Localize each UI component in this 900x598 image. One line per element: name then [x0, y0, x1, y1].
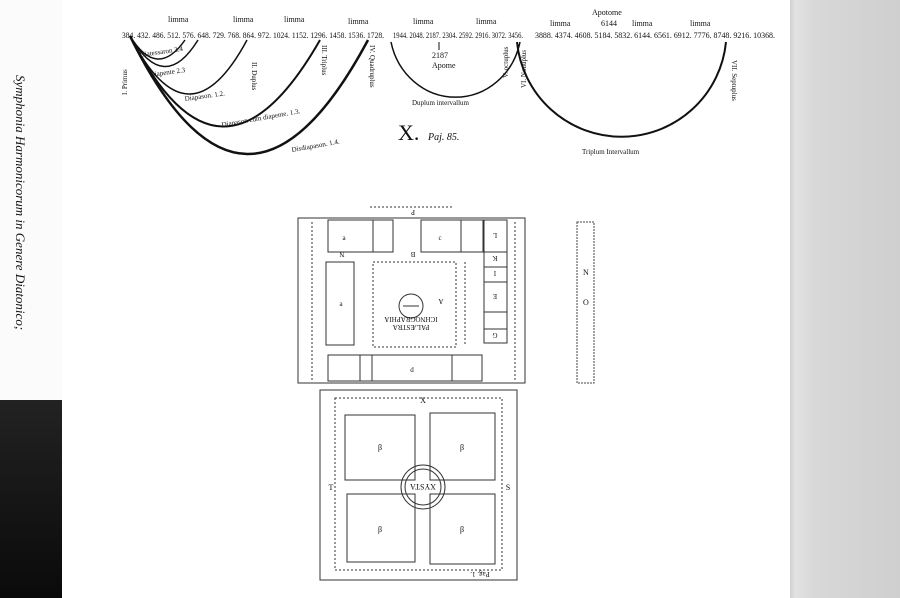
letter-L: L [493, 231, 497, 239]
letter-beta: β [378, 443, 382, 452]
letter-G: G [492, 331, 497, 339]
diapente-label: Diapente 2.3 [149, 66, 186, 79]
limma-label: limma [348, 17, 369, 26]
apotome-label: Apotome [592, 8, 622, 17]
nonuplus-label: VI. Nonuplus [520, 50, 528, 88]
limma-label: limma [550, 19, 571, 28]
diatessaron-label: Diatessaron 3.4 [139, 45, 184, 59]
scale-numbers-2: 1944. 2048. 2187. 2304. 2592. 2916. 3072… [393, 31, 523, 40]
limma-label: limma [168, 15, 189, 24]
strip-plan [576, 221, 595, 384]
letter-N: N [339, 250, 344, 258]
strip-letter-N: N [583, 268, 589, 277]
duplus-label: II. Duplus [250, 62, 258, 91]
letter-A: A [438, 297, 443, 305]
limma-label: limma [476, 17, 497, 26]
quadruplus-label: IV. Quadruplus [368, 45, 376, 88]
letter-beta: β [378, 525, 382, 534]
limma-label: limma [284, 15, 305, 24]
diapason-diapente-label: Diapason cum diapente. 1.3. [221, 107, 301, 129]
primus-label: I. Primus [121, 69, 129, 95]
apotome-value: 6144 [601, 19, 617, 28]
limma-label: limma [632, 19, 653, 28]
xystus-page-ref: Pag. 1. [470, 570, 490, 578]
triplus-label: III. Triplus [320, 45, 328, 76]
limma-label: limma [233, 15, 254, 24]
xystus-title: XYSTA [410, 482, 436, 491]
limma-label: limma [413, 17, 434, 26]
letter-X: X [420, 396, 426, 405]
plate-number: X. [398, 120, 419, 145]
octuplus-label: V. octuplus [502, 46, 510, 78]
plate-page-ref: Paj. 85. [427, 132, 459, 143]
triplum-label: Triplum Intervallum [582, 148, 640, 156]
xystus-labels: XYSTA X S T β β β β Pag. 1. [329, 396, 511, 578]
letter-E: E [493, 292, 497, 300]
septimus-label: VII. Septuplus [730, 60, 738, 101]
letter-P: P [411, 208, 415, 216]
scale-numbers-1: 384. 432. 486. 512. 576. 648. 729. 768. … [122, 31, 384, 40]
limma-label: limma [690, 19, 711, 28]
letter-a: a [342, 234, 346, 242]
xystus-plan [319, 389, 518, 581]
disdiapason-label: Disdiapason. 1.4. [291, 138, 341, 154]
letter-beta: β [460, 443, 464, 452]
apotome-value-2: 2187 [432, 51, 448, 60]
letter-S: S [506, 483, 510, 492]
adjacent-page-background [785, 0, 900, 598]
palaestra-plan [297, 206, 526, 384]
letter-beta: β [460, 525, 464, 534]
palaestra-labels: ICHNOGRAPHIA PALÆSTRA A B N P K I E L G … [339, 208, 497, 374]
palaestra-title-1: ICHNOGRAPHIA [384, 315, 437, 323]
letter-B: B [410, 250, 415, 258]
harmonic-scale: 384. 432. 486. 512. 576. 648. 729. 768. … [122, 8, 775, 70]
letter-K: K [492, 254, 497, 262]
diapason-label: Diapason. 1.2. [184, 89, 225, 103]
interval-labels: I. Primus II. Duplus III. Triplus IV. Qu… [121, 45, 738, 156]
duplum-label: Duplum intervallum [412, 99, 470, 107]
letter-d: d [410, 366, 414, 374]
letter-c: c [438, 234, 441, 242]
apotome-label-2: Apome [432, 61, 456, 70]
letter-I: I [493, 269, 496, 277]
palaestra-title-2: PALÆSTRA [393, 323, 430, 331]
interval-arcs [128, 35, 727, 156]
plate-page [62, 0, 790, 598]
letter-T: T [329, 483, 334, 492]
strip-letter-O: O [583, 298, 589, 307]
letter-a: a [339, 300, 343, 308]
scale-numbers-3: 3888. 4374. 4608. 5184. 5832. 6144. 6561… [535, 31, 775, 40]
